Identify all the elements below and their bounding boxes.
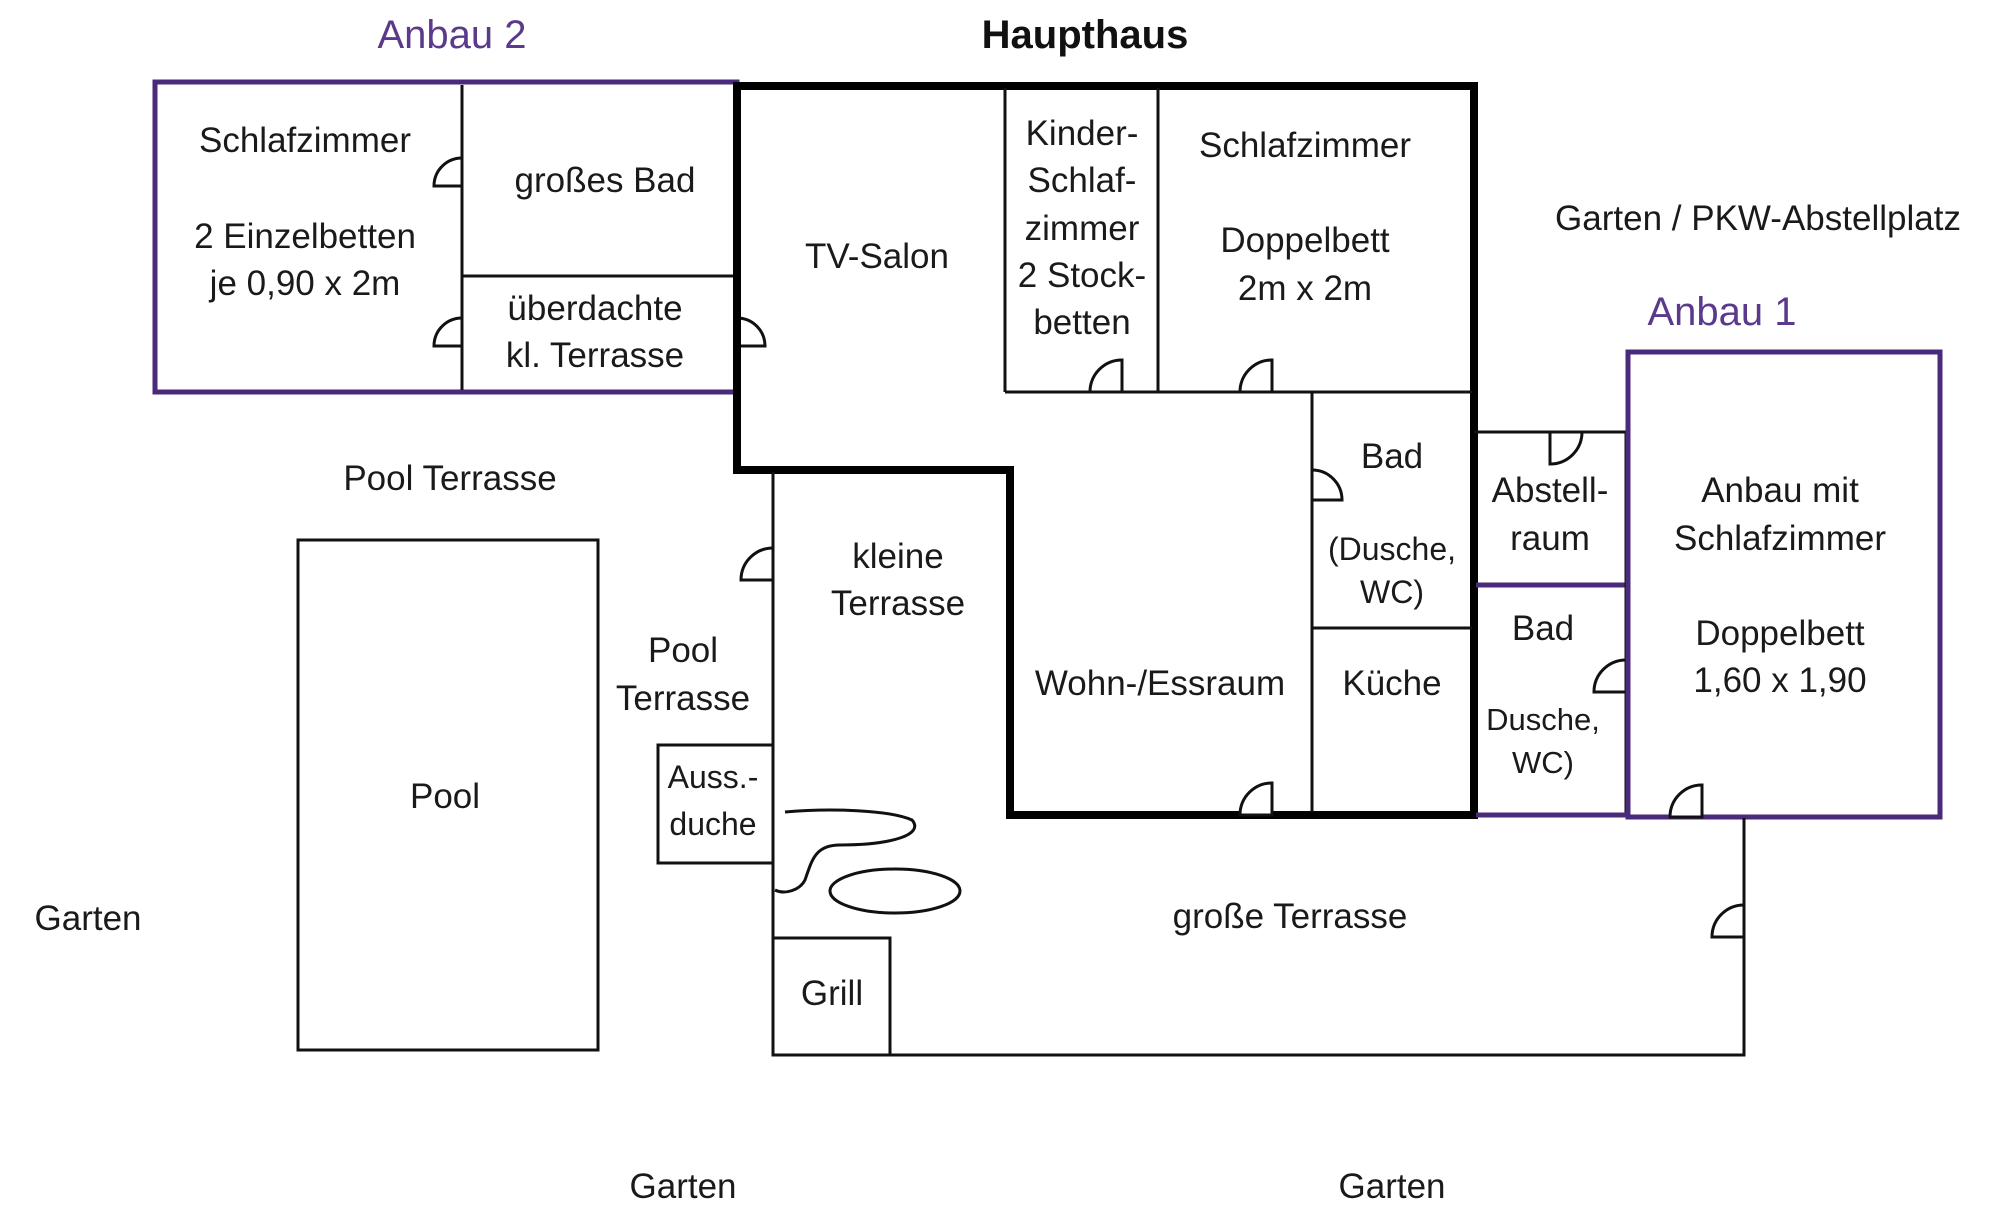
grosse-terrasse-label: große Terrasse xyxy=(1173,897,1408,936)
schlafzimmer-main-line1: Doppelbett xyxy=(1220,221,1390,260)
pool-label: Pool xyxy=(410,777,480,816)
kinder-schlafzimmer-line4: 2 Stock- xyxy=(1018,256,1146,295)
ueberdachte-terrasse-line1: überdachte xyxy=(507,289,682,328)
pool-terrasse-top-label: Pool Terrasse xyxy=(343,459,556,498)
anbau-1-label: Anbau 1 xyxy=(1647,290,1796,334)
garten-bottom-left-label: Garten xyxy=(630,1167,737,1206)
plan-title: Haupthaus xyxy=(982,13,1189,57)
schlafzimmer-a2-line1: 2 Einzelbetten xyxy=(194,217,416,256)
anbau-1-walls xyxy=(1476,349,1943,820)
kinder-schlafzimmer-line2: Schlaf- xyxy=(1028,161,1137,200)
garten-left-label: Garten xyxy=(35,899,142,938)
kinder-schlafzimmer-line3: zimmer xyxy=(1025,209,1140,248)
bad-a1-line2: WC) xyxy=(1512,745,1574,780)
abstellraum-line1: Abstell- xyxy=(1492,471,1609,510)
schlafzimmer-main-title: Schlafzimmer xyxy=(1199,126,1411,165)
wohn-essraum-label: Wohn-/Essraum xyxy=(1035,664,1285,703)
aussendusche-line1: Auss.- xyxy=(668,759,759,795)
anbau-schlafzimmer-line3: Doppelbett xyxy=(1695,614,1865,653)
grill-label: Grill xyxy=(801,974,863,1013)
bad-a1-title: Bad xyxy=(1512,609,1574,648)
anbau-schlafzimmer-line2: Schlafzimmer xyxy=(1674,519,1886,558)
bad-main-line2: WC) xyxy=(1360,574,1424,610)
schlafzimmer-a2-line2: je 0,90 x 2m xyxy=(209,264,401,303)
kinder-schlafzimmer-line5: betten xyxy=(1033,303,1130,342)
tv-salon-label: TV-Salon xyxy=(805,237,949,276)
schlafzimmer-main-line2: 2m x 2m xyxy=(1238,269,1372,308)
garten-pkw-label: Garten / PKW-Abstellplatz xyxy=(1555,199,1961,238)
kinder-schlafzimmer-line1: Kinder- xyxy=(1026,114,1139,153)
pool-outline xyxy=(296,538,600,1052)
anbau-schlafzimmer-line4: 1,60 x 1,90 xyxy=(1693,661,1866,700)
main-house-walls xyxy=(733,82,1478,819)
bad-main-line1: (Dusche, xyxy=(1328,531,1456,567)
pool-terrasse-side-line2: Terrasse xyxy=(616,679,750,718)
schlafzimmer-a2-title: Schlafzimmer xyxy=(199,121,411,160)
kleine-terrasse-line2: Terrasse xyxy=(831,584,965,623)
kueche-label: Küche xyxy=(1342,664,1441,703)
pool-terrasse-side-line1: Pool xyxy=(648,631,718,670)
anbau-schlafzimmer-line1: Anbau mit xyxy=(1701,471,1859,510)
grosses-bad-label: großes Bad xyxy=(515,161,696,200)
ueberdachte-terrasse-line2: kl. Terrasse xyxy=(506,336,684,375)
anbau-2-label: Anbau 2 xyxy=(377,13,526,57)
kleine-terrasse-line1: kleine xyxy=(852,537,943,576)
garten-bottom-right-label: Garten xyxy=(1339,1167,1446,1206)
bad-main-title: Bad xyxy=(1361,437,1423,476)
abstellraum-line2: raum xyxy=(1510,519,1590,558)
terrace-walls xyxy=(656,472,1746,1057)
bad-a1-line1: Dusche, xyxy=(1486,702,1600,737)
aussendusche-line2: duche xyxy=(669,806,756,842)
